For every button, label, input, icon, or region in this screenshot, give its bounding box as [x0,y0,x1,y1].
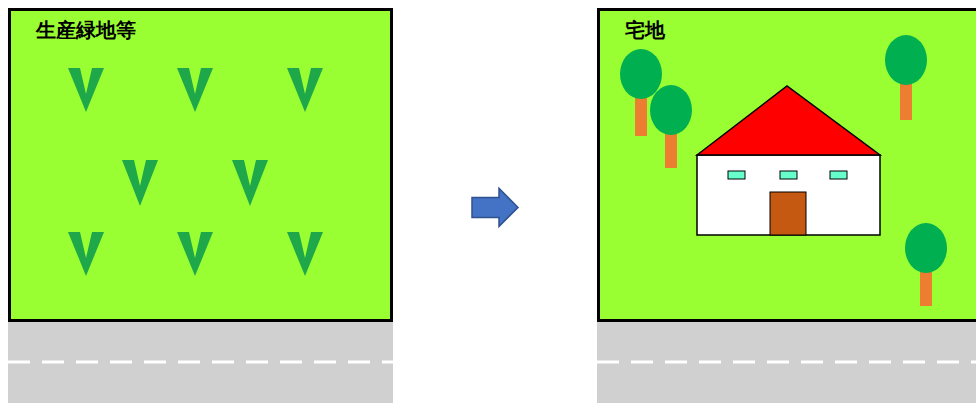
parcel-label: 生産緑地等 [36,17,136,44]
land-parcel [597,8,976,322]
road-left [8,322,393,403]
parcel-label: 宅地 [625,17,665,44]
road-right [597,322,976,403]
road-surface [597,322,976,403]
land-parcel [8,8,393,322]
block-arrow [472,188,518,226]
road-surface [8,322,393,403]
road-lane-line [8,361,393,364]
road-lane-line [597,361,976,364]
